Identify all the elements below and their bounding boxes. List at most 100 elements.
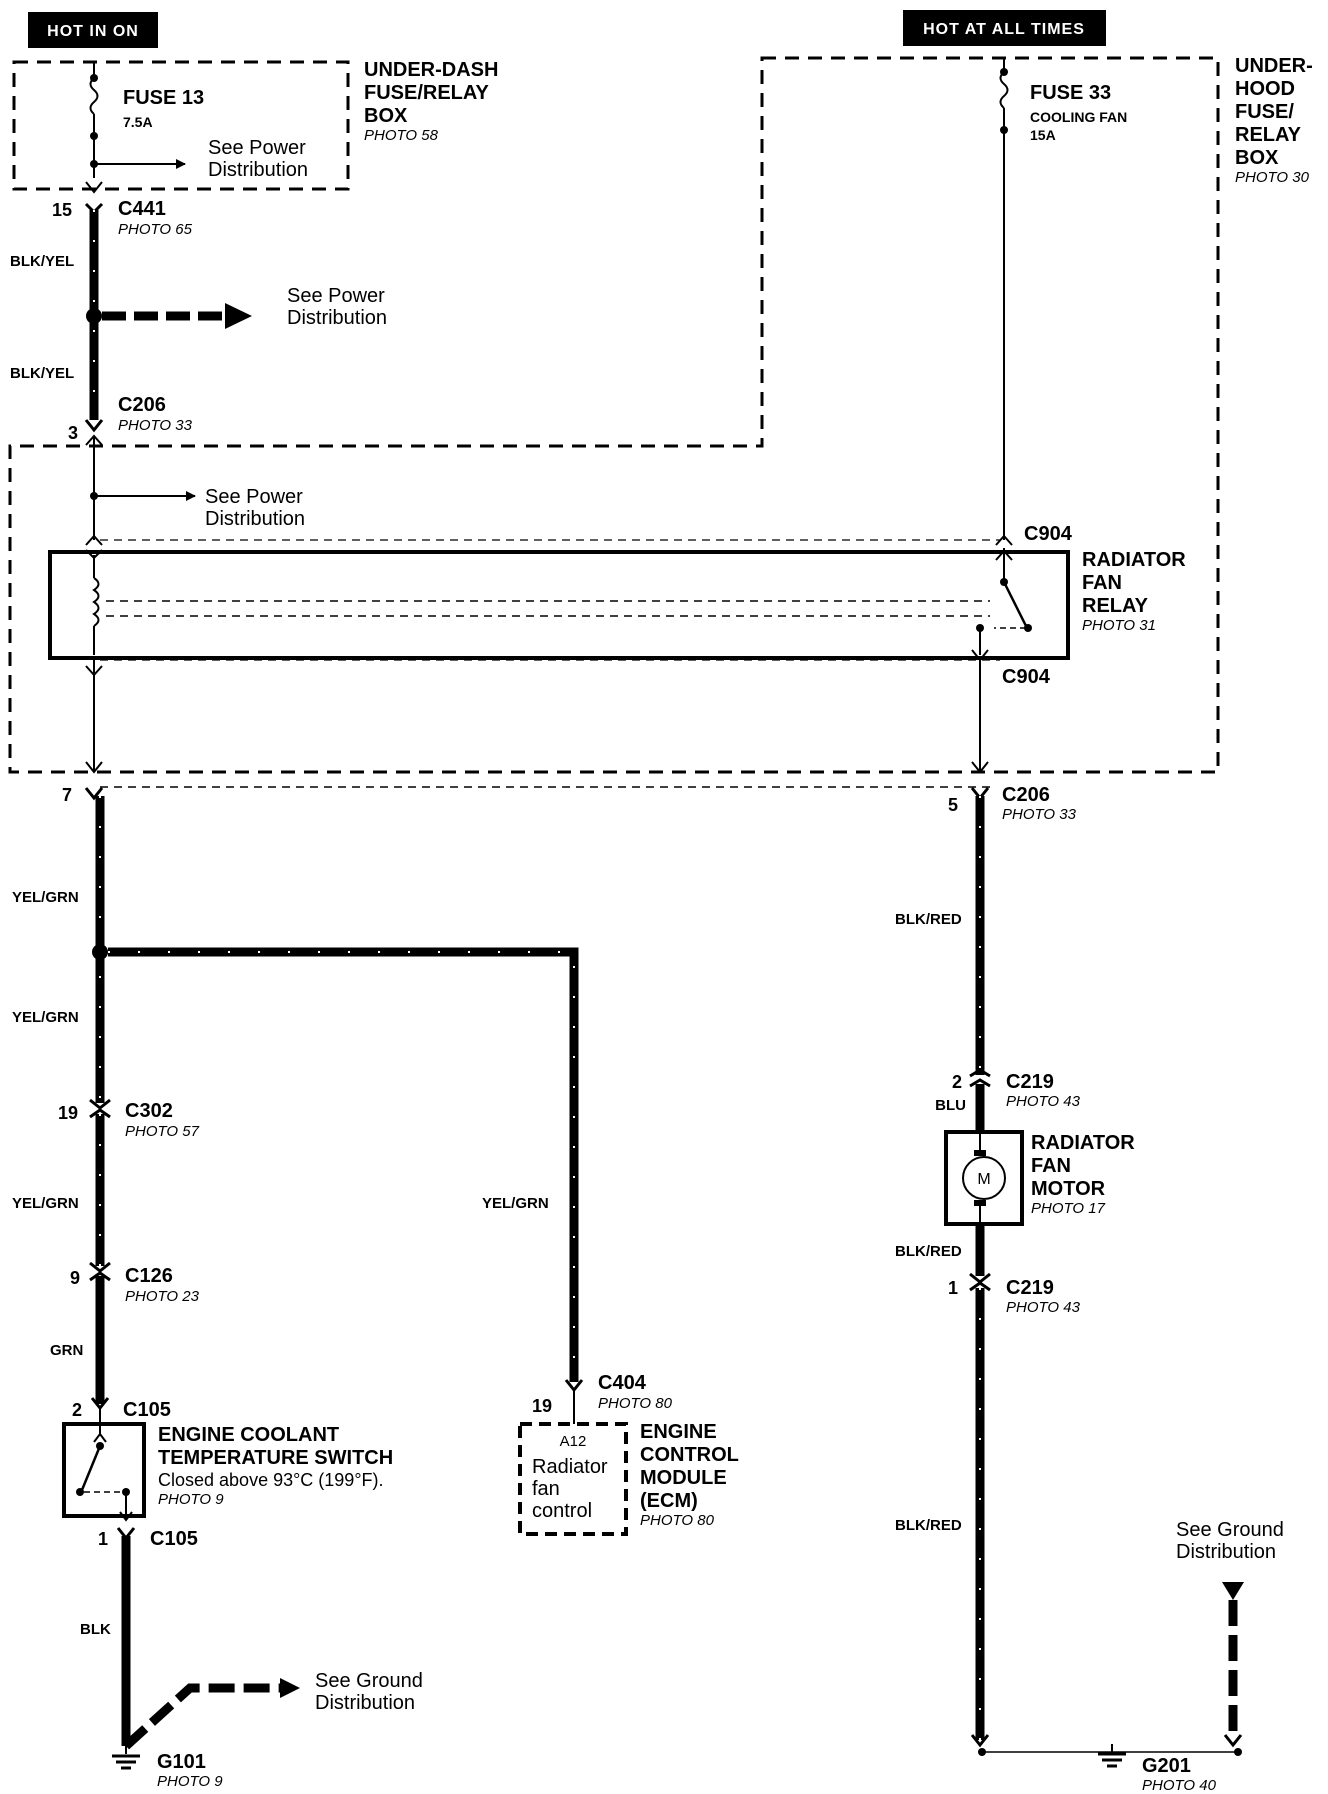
c206-top-photo: PHOTO 33 — [118, 417, 193, 434]
under-dash-box-label-1: UNDER-DASH — [364, 59, 498, 81]
c206-left-arrow — [85, 761, 103, 774]
c206-top-connector — [84, 419, 104, 446]
wire-blk-red-label-2: BLK/RED — [895, 1243, 962, 1260]
relay-label-1: RADIATOR — [1082, 549, 1186, 571]
fuse-33-desc: COOLING FAN — [1030, 109, 1127, 125]
yel-grn-wire-ecm-stripe — [108, 951, 575, 1382]
ground-g101-icon — [112, 1746, 140, 1770]
fuse-13-rating: 7.5A — [123, 114, 153, 130]
c404-label: C404 — [598, 1372, 647, 1394]
ecm-text-2: fan — [532, 1478, 560, 1500]
radiator-fan-relay — [48, 548, 1070, 662]
ecm-label-1: ENGINE — [640, 1421, 717, 1443]
c441-pin: 15 — [52, 200, 72, 220]
c206-left-pin: 7 — [62, 785, 72, 805]
ground-dist-ref-2-line2: Distribution — [1176, 1541, 1276, 1563]
under-hood-box-label-1: UNDER- — [1235, 55, 1313, 77]
wire-yel-grn-label-3: YEL/GRN — [12, 1195, 79, 1212]
c404-pin: 19 — [532, 1396, 552, 1416]
fuse-33-label: FUSE 33 — [1030, 82, 1111, 104]
c105-bottom-label: C105 — [150, 1528, 198, 1550]
wire-blk-label: BLK — [80, 1621, 111, 1638]
ect-switch-label-1: ENGINE COOLANT — [158, 1424, 339, 1446]
g101-label: G101 — [157, 1751, 206, 1773]
c219-bottom-label: C219 — [1006, 1277, 1054, 1299]
under-hood-box-label-4: RELAY — [1235, 124, 1302, 146]
c206-right-photo: PHOTO 33 — [1002, 806, 1077, 823]
fuse-33-rating: 15A — [1030, 127, 1056, 143]
power-dist-ref-3-line2: Distribution — [205, 508, 305, 530]
wire-blk-yel-label-2: BLK/YEL — [10, 365, 74, 382]
wire-yel-grn-label-2: YEL/GRN — [12, 1009, 79, 1026]
under-dash-box-label-2: FUSE/RELAY — [364, 82, 490, 104]
power-dist-ref-1-line1: See Power — [208, 137, 306, 159]
g101-photo: PHOTO 9 — [157, 1773, 223, 1790]
c126-connector — [89, 1261, 111, 1282]
c126-photo: PHOTO 23 — [125, 1288, 200, 1305]
c219-bottom-connector — [969, 1272, 991, 1292]
ect-switch-label-2: TEMPERATURE SWITCH — [158, 1447, 393, 1469]
motor-symbol: M — [977, 1171, 990, 1188]
ecm-label-2: CONTROL — [640, 1444, 739, 1466]
c206-left-connector — [84, 787, 104, 801]
ground-dist-ref-1-line2: Distribution — [315, 1692, 415, 1714]
c302-label: C302 — [125, 1100, 173, 1122]
ecm-text-1: Radiator — [532, 1456, 608, 1478]
motor-label-1: RADIATOR — [1031, 1132, 1135, 1154]
c219-top-label: C219 — [1006, 1071, 1054, 1093]
ecm-label-4: (ECM) — [640, 1490, 698, 1512]
wire-yel-grn-label-4: YEL/GRN — [482, 1195, 549, 1212]
ecm-terminal: A12 — [560, 1433, 587, 1450]
g201-label: G201 — [1142, 1755, 1191, 1777]
motor-label-2: FAN — [1031, 1155, 1071, 1177]
ground-g201-icon — [978, 1744, 1242, 1768]
ground-dist-arrow-1 — [280, 1678, 300, 1698]
c302-connector — [89, 1098, 111, 1119]
c441-label: C441 — [118, 198, 166, 220]
splice-point-1 — [86, 308, 102, 324]
c219-bottom-pin: 1 — [948, 1278, 958, 1298]
fuse-13 — [85, 62, 103, 194]
under-dash-fuse-box-outline — [12, 60, 350, 191]
hot-in-on-tag: HOT IN ON — [28, 12, 158, 48]
wire-blk-red-label-1: BLK/RED — [895, 911, 962, 928]
c105-bottom-pin: 1 — [98, 1529, 108, 1549]
c206-right-label: C206 — [1002, 784, 1050, 806]
ecm-photo: PHOTO 80 — [640, 1512, 715, 1529]
relay-label-2: FAN — [1082, 572, 1122, 594]
c219-top-photo: PHOTO 43 — [1006, 1093, 1081, 1110]
under-dash-box-label-3: BOX — [364, 105, 408, 127]
relay-label-3: RELAY — [1082, 595, 1149, 617]
c206-right-pin: 5 — [948, 795, 958, 815]
c404-photo: PHOTO 80 — [598, 1395, 673, 1412]
ect-switch-photo: PHOTO 9 — [158, 1491, 224, 1508]
c904-bottom-label: C904 — [1002, 666, 1051, 688]
fuse-13-label: FUSE 13 — [123, 87, 204, 109]
under-dash-box-photo: PHOTO 58 — [364, 127, 439, 144]
svg-text:HOT IN ON: HOT IN ON — [47, 23, 139, 40]
c302-pin: 19 — [58, 1103, 78, 1123]
motor-photo: PHOTO 17 — [1031, 1200, 1106, 1217]
g201-photo: PHOTO 40 — [1142, 1777, 1217, 1794]
c219-bottom-photo: PHOTO 43 — [1006, 1299, 1081, 1316]
power-dist-ref-1-line2: Distribution — [208, 159, 308, 181]
c441-photo: PHOTO 65 — [118, 221, 193, 238]
g201-right-terminal — [1223, 1734, 1243, 1748]
relay-top-left-terminal — [85, 534, 103, 546]
engine-coolant-temperature-switch — [62, 1408, 146, 1522]
ground-dist-ref-1-line1: See Ground — [315, 1670, 423, 1692]
c206-right-arrow — [971, 761, 989, 774]
under-hood-box-label-5: BOX — [1235, 147, 1279, 169]
ect-switch-note: Closed above 93°C (199°F). — [158, 1470, 384, 1490]
wire-blk-red-label-3: BLK/RED — [895, 1517, 962, 1534]
c126-label: C126 — [125, 1265, 173, 1287]
c219-top-pin: 2 — [952, 1072, 962, 1092]
svg-text:HOT AT ALL TIMES: HOT AT ALL TIMES — [923, 21, 1085, 38]
hot-at-all-times-tag: HOT AT ALL TIMES — [903, 10, 1106, 46]
under-hood-box-label-2: HOOD — [1235, 78, 1295, 100]
yel-grn-wire-ecm — [108, 947, 579, 1382]
c219-top-wire: BLU — [935, 1097, 966, 1114]
power-dist-ref-2-line2: Distribution — [287, 307, 387, 329]
power-dist-arrow-2 — [225, 303, 252, 329]
